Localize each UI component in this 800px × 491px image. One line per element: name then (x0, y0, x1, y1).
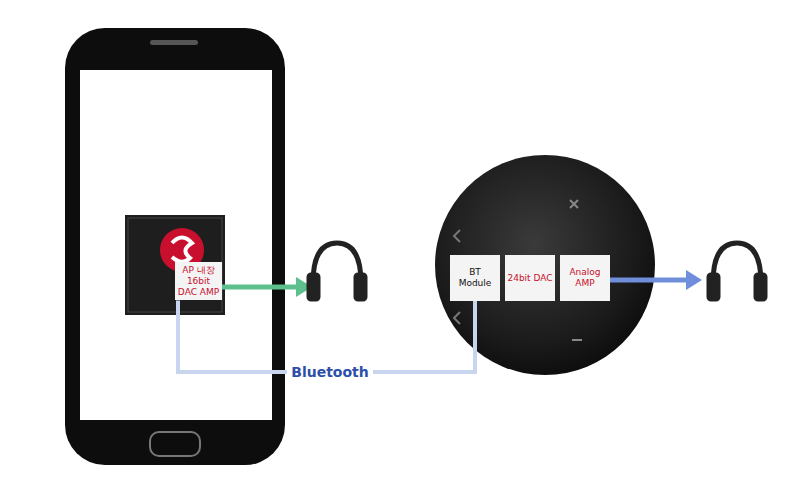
receiver-button (570, 200, 578, 208)
bt-receiver (435, 155, 655, 375)
node-text: BT Module (452, 267, 498, 289)
receiver-button (572, 339, 582, 341)
arrow-head (686, 270, 702, 290)
module-box: 24bit DAC (505, 255, 555, 301)
wired-arrow (222, 285, 298, 290)
receiver-button (454, 230, 460, 242)
phone-body (65, 28, 285, 465)
headphones (709, 243, 765, 299)
chip-logo-mark (172, 238, 192, 262)
node-text: 24bit DAC (507, 273, 552, 284)
receiver-button (454, 312, 460, 324)
chip (125, 215, 225, 315)
home-button (150, 432, 200, 456)
edge-label: Bluetooth (287, 364, 373, 380)
chip-label-box: AP 내장 16bit DAC AMP (175, 262, 222, 300)
node-text: AP 내장 16bit DAC AMP (177, 265, 220, 297)
output-arrow (608, 278, 688, 283)
phone-speaker (150, 40, 198, 45)
chip-edge (128, 218, 222, 312)
node-text: Analog AMP (562, 267, 608, 289)
headphones (309, 243, 365, 299)
module-box: Analog AMP (560, 255, 610, 301)
module-box: BT Module (450, 255, 500, 301)
bluetooth-link (178, 300, 475, 372)
